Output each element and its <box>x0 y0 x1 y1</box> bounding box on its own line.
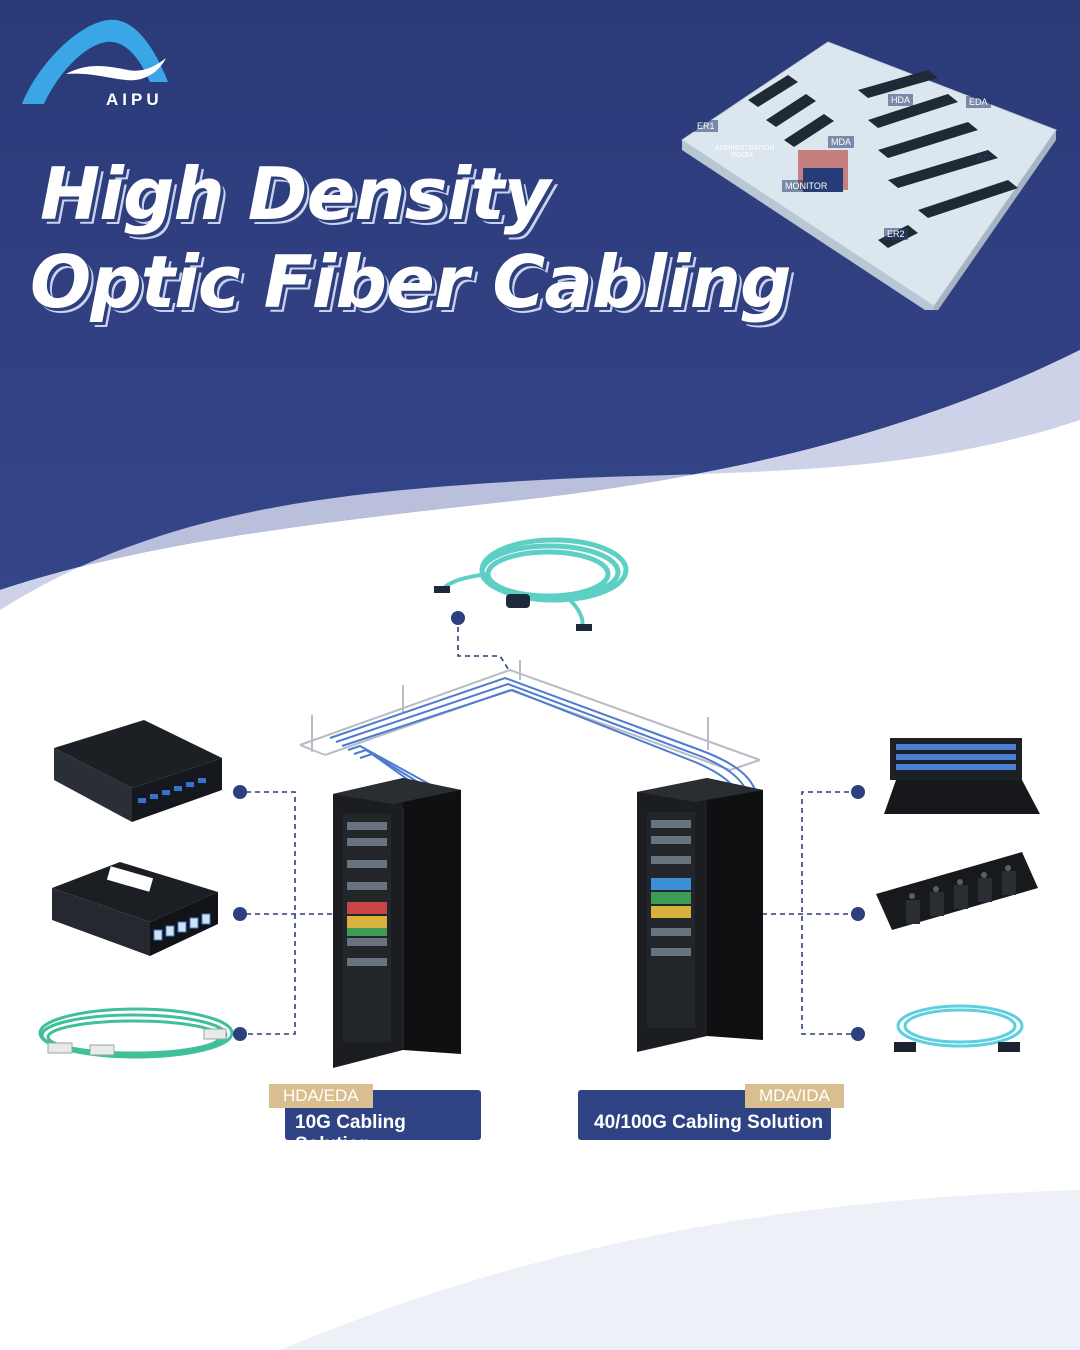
brand-name: AIPU <box>106 90 163 109</box>
floorplan-label-eda: EDA <box>966 96 991 108</box>
connector-dot-right-1 <box>851 785 865 799</box>
fiber-patch-panel <box>52 718 224 826</box>
floorplan-label-hda: HDA <box>888 94 914 106</box>
mpo-cassette <box>50 858 220 958</box>
floorplan-label-admin: ADMINISTRATION ROOM <box>715 145 775 159</box>
server-rack-icon <box>333 778 461 1068</box>
connector-dot-left-1 <box>233 785 247 799</box>
server-rack-icon <box>637 778 763 1052</box>
mpo-patch-cord-icon <box>894 1004 1024 1052</box>
mpo-cassette-icon <box>52 862 218 956</box>
title-line-2: Optic Fiber Cabling <box>30 240 792 324</box>
lc-patch-cord <box>34 1005 234 1075</box>
floorplan-label-ac: AC <box>977 153 990 163</box>
connector-dot-left-3 <box>233 1027 247 1041</box>
aipu-logo <box>18 14 178 114</box>
trunk-cable-icon <box>434 537 629 631</box>
connector-dot-right-2 <box>851 907 865 921</box>
hda-eda-rack <box>333 778 463 1068</box>
floorplan-label-mda: MDA <box>828 136 854 148</box>
mpo-patch-cord <box>890 998 1030 1060</box>
connector-dot-left-2 <box>233 907 247 921</box>
floorplan-label-er2: ER2 <box>884 228 908 240</box>
connector-dot-top <box>451 611 465 625</box>
high-density-panel-icon <box>884 738 1040 814</box>
adapter-plate <box>872 848 1042 948</box>
mda-ida-rack <box>637 778 767 1053</box>
page-title: High Density Optic Fiber Cabling <box>30 150 820 326</box>
data-center-floorplan: ER1 ADMINISTRATION ROOM MONITOR HDA EDA … <box>678 30 1058 316</box>
lc-patch-cord-icon <box>38 1007 234 1059</box>
mda-ida-tag: MDA/IDA <box>745 1084 844 1108</box>
adapter-plate-icon <box>876 852 1038 930</box>
title-line-1: High Density <box>40 152 551 236</box>
floorplan-label-er1: ER1 <box>694 120 718 132</box>
hda-eda-tag: HDA/EDA <box>269 1084 373 1108</box>
trunk-cable <box>430 530 630 640</box>
fiber-patch-panel-icon <box>54 720 222 822</box>
high-density-panel <box>882 736 1042 818</box>
floorplan-label-monitor: MONITOR <box>782 180 831 192</box>
connector-dot-right-3 <box>851 1027 865 1041</box>
